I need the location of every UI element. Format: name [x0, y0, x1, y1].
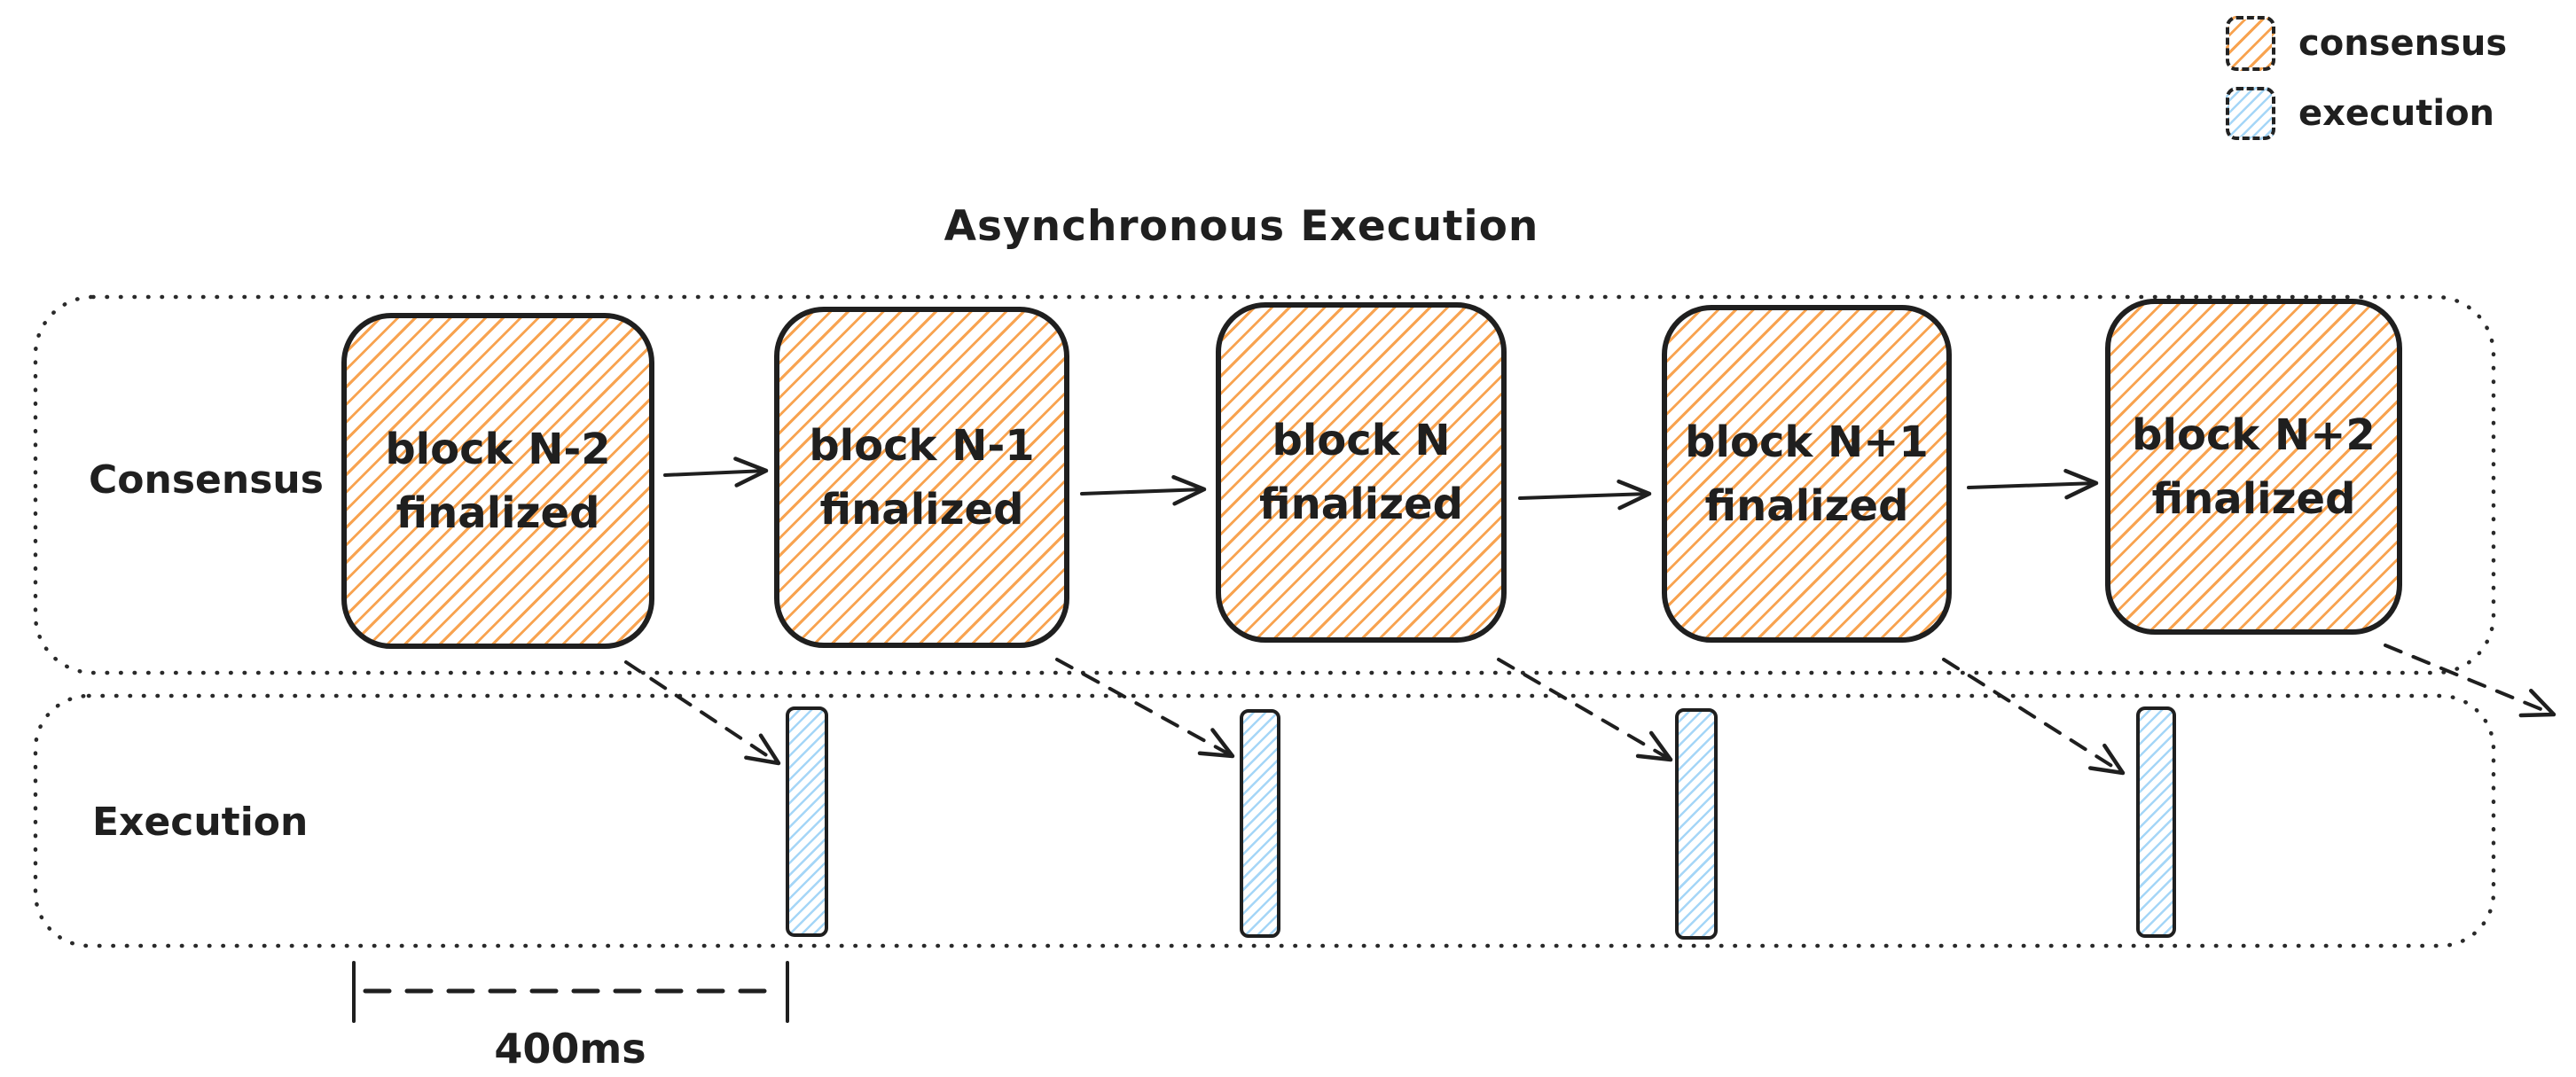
block-label: block N+1 — [1685, 417, 1929, 467]
block-sublabel: finalized — [395, 488, 600, 538]
consensus-legend-swatch — [2226, 16, 2275, 71]
duration-measure — [352, 961, 789, 1023]
execution-bar-2 — [1240, 709, 1280, 938]
block-sublabel: finalized — [2151, 473, 2356, 524]
block-label: block N — [1272, 416, 1451, 465]
finalize-to-execution-arrow-2 — [1055, 658, 1235, 759]
consensus-block-n-minus-1: block N-1 finalized — [774, 307, 1069, 648]
consensus-lane-outline — [33, 294, 2496, 675]
block-label: block N+2 — [2132, 410, 2376, 460]
block-label: block N-1 — [809, 420, 1035, 471]
diagram-title: Asynchronous Execution — [943, 202, 1539, 251]
execution-bar-3 — [1675, 708, 1718, 940]
consensus-lane-label: Consensus — [89, 457, 324, 503]
consensus-flow-arrow-1 — [663, 457, 769, 488]
block-sublabel: finalized — [819, 484, 1024, 535]
block-sublabel: finalized — [1259, 480, 1463, 529]
duration-label: 400ms — [494, 1025, 646, 1073]
block-sublabel: finalized — [1704, 480, 1909, 531]
finalize-to-execution-arrow-1 — [624, 660, 781, 766]
execution-lane-label: Execution — [92, 800, 309, 845]
consensus-block-n-minus-2: block N-2 finalized — [341, 313, 654, 649]
execution-legend-label: execution — [2298, 93, 2495, 134]
consensus-block-n-plus-2: block N+2 finalized — [2105, 299, 2402, 635]
next-execution-offscreen-arrow — [2384, 644, 2556, 718]
consensus-flow-arrow-3 — [1518, 479, 1652, 511]
execution-legend-swatch — [2226, 87, 2275, 140]
finalize-to-execution-arrow-3 — [1497, 658, 1673, 762]
consensus-legend-label: consensus — [2298, 23, 2508, 64]
block-label: block N-2 — [385, 424, 611, 474]
consensus-block-n: block N finalized — [1216, 302, 1507, 643]
execution-lane-outline — [33, 693, 2496, 948]
execution-bar-1 — [786, 706, 828, 937]
consensus-flow-arrow-4 — [1967, 468, 2099, 500]
consensus-block-n-plus-1: block N+1 finalized — [1662, 305, 1952, 643]
execution-bar-4 — [2136, 706, 2176, 938]
consensus-flow-arrow-2 — [1080, 474, 1207, 506]
finalize-to-execution-arrow-4 — [1942, 658, 2126, 776]
